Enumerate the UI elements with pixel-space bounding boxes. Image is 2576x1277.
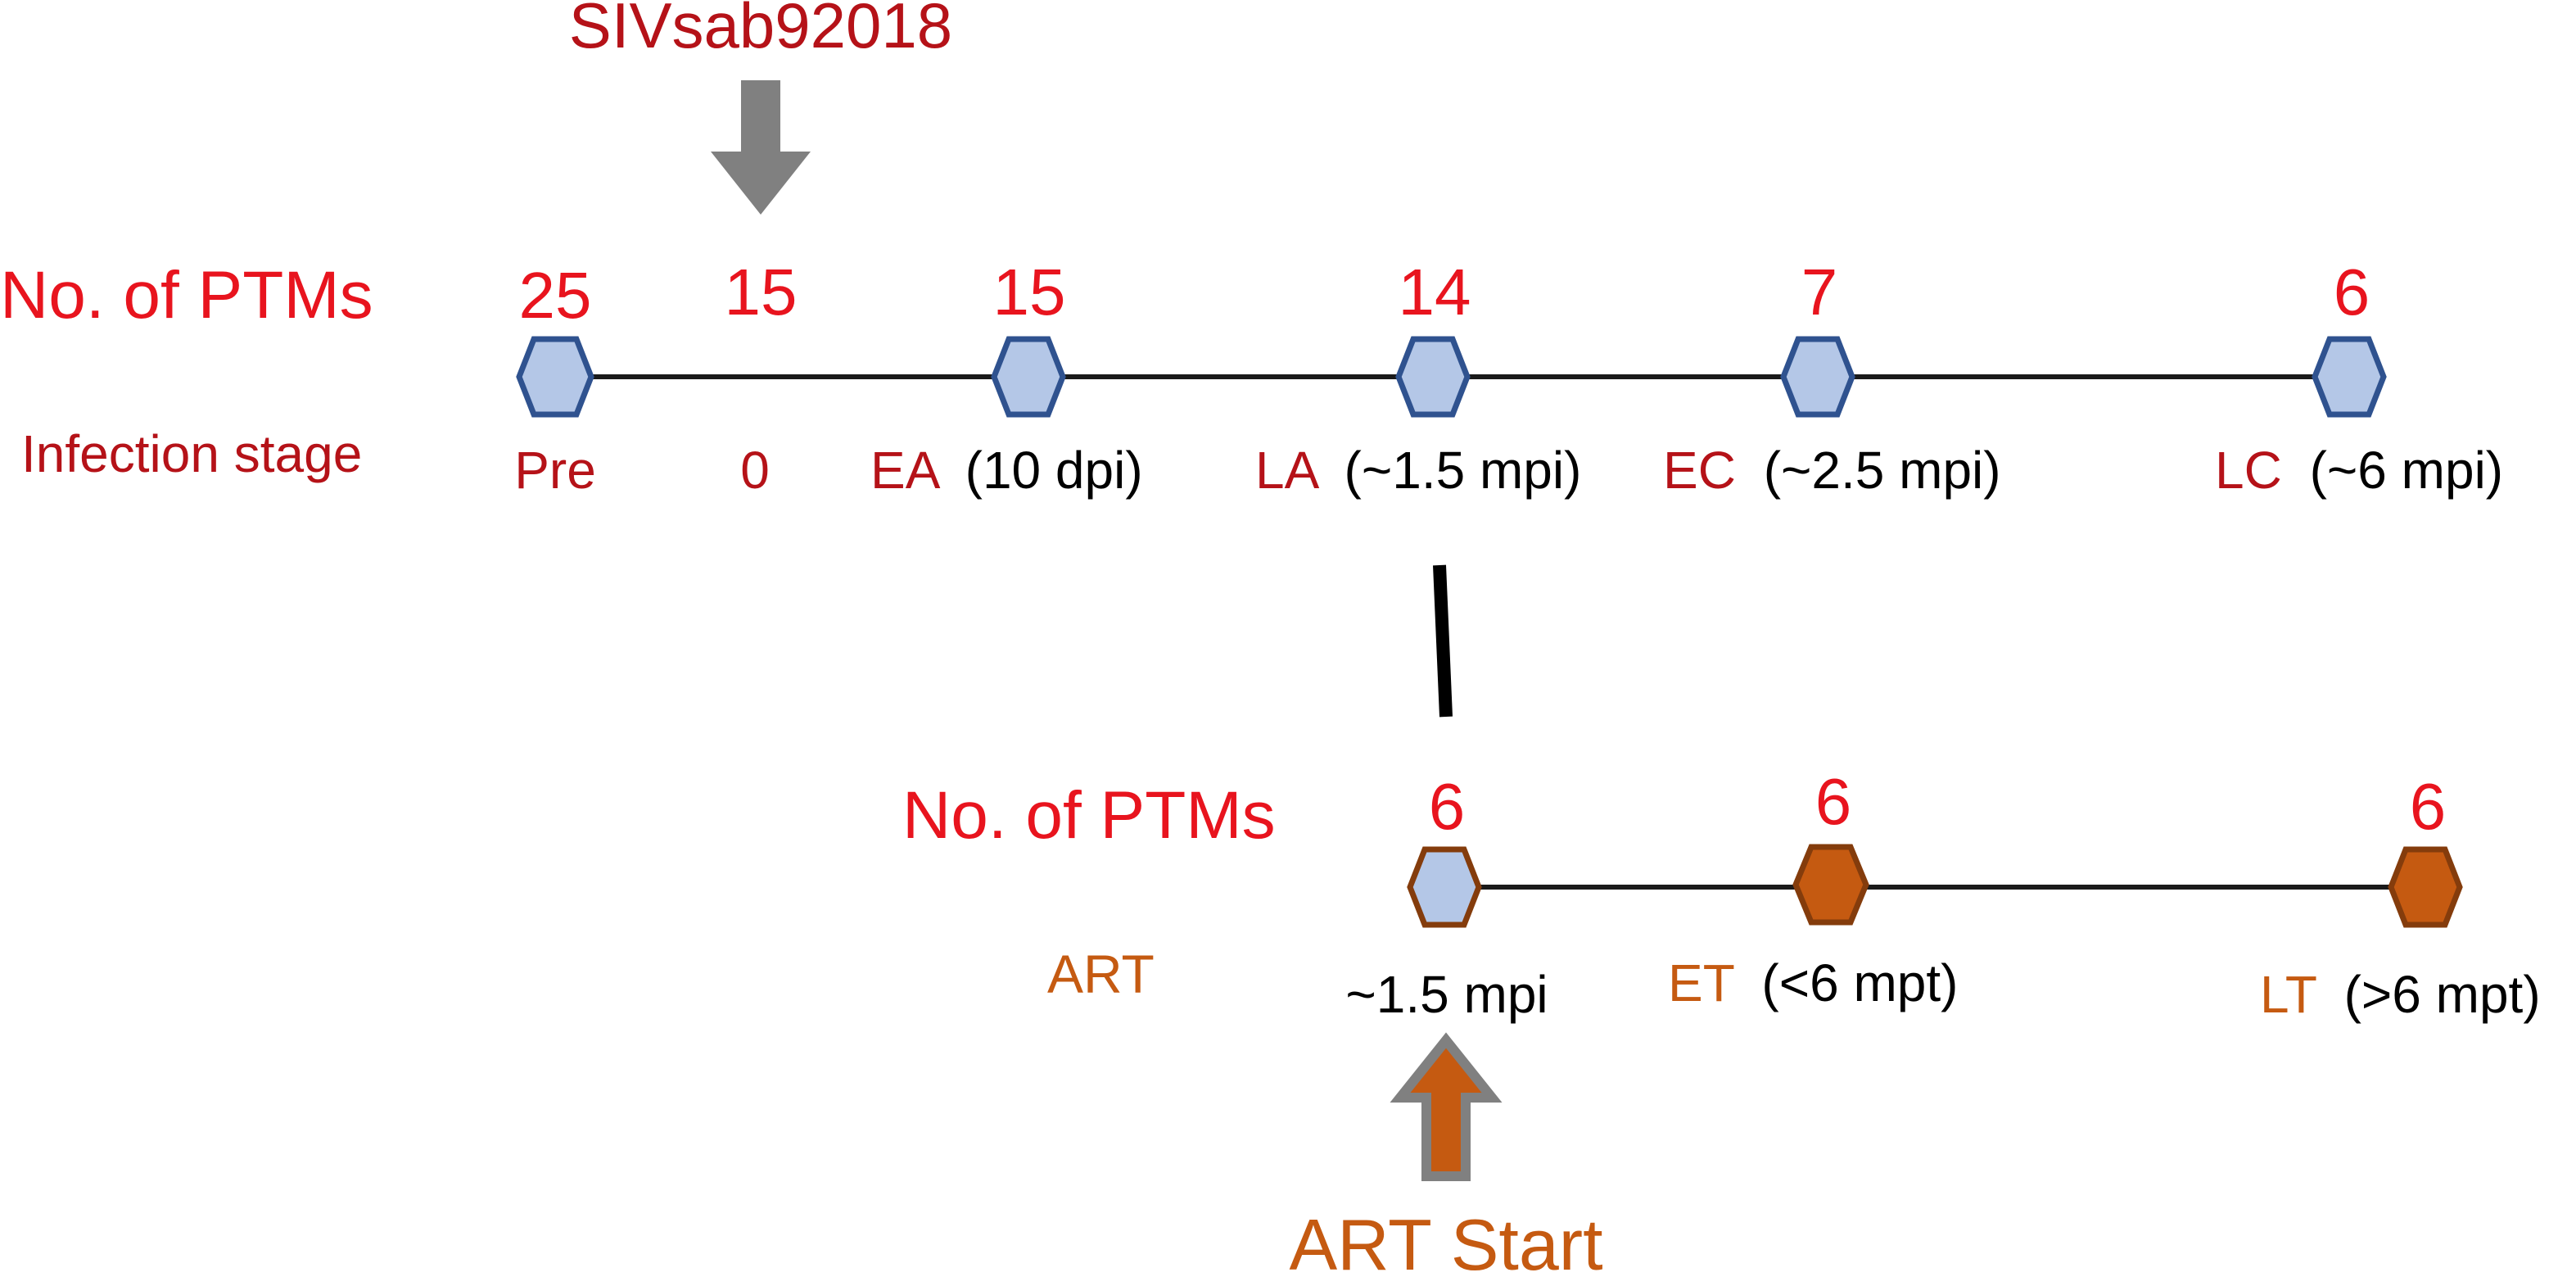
stage-code: LT	[2260, 965, 2316, 1024]
stage-code: 0	[740, 441, 770, 500]
stage-detail: (<6 mpt)	[1761, 953, 1958, 1012]
svg-text:LT (>6 mpt): LT (>6 mpt)	[2260, 965, 2541, 1024]
infection-point-ea: 15 EA (10 dpi)	[870, 256, 1143, 500]
art-point-start: 6 ~1.5 mpi	[1345, 770, 1548, 1024]
art-branch-connector	[1433, 564, 1453, 718]
timepoint-hexagon-icon	[1780, 336, 1855, 418]
stage-detail: (>6 mpt)	[2344, 965, 2541, 1024]
stage-code: LC	[2215, 441, 2282, 500]
inoculation-arrow-icon	[711, 80, 811, 215]
timepoint-hexagon-icon	[2388, 846, 2463, 928]
stage-code: LA	[1255, 441, 1320, 500]
art-stage-label: ART	[1047, 944, 1155, 1004]
art-point-lt: 6 LT (>6 mpt)	[2260, 770, 2541, 1024]
svg-text:EC (~2.5 mpi): EC (~2.5 mpi)	[1663, 441, 2001, 500]
svg-text:ET (<6 mpt): ET (<6 mpt)	[1668, 953, 1958, 1012]
ptm-count: 7	[1801, 256, 1838, 328]
infection-point-0: 15 0	[725, 256, 798, 500]
art-start-label: ART Start	[1289, 1204, 1602, 1277]
stage-code: EC	[1663, 441, 1736, 500]
ptm-count: 6	[2410, 770, 2447, 843]
svg-text:~1.5 mpi: ~1.5 mpi	[1345, 965, 1548, 1024]
stage-detail: ~1.5 mpi	[1345, 965, 1548, 1024]
infection-point-la: 14 LA (~1.5 mpi)	[1255, 256, 1581, 500]
infection-point-lc: 6 LC (~6 mpi)	[2215, 256, 2503, 500]
virus-label: SIVsab92018	[569, 0, 952, 61]
svg-text:Pre: Pre	[514, 441, 596, 500]
art-start-arrow-icon	[1390, 1032, 1503, 1181]
ptm-count: 6	[1815, 765, 1852, 838]
infection-point-ec: 7 EC (~2.5 mpi)	[1663, 256, 2001, 500]
stage-detail: (10 dpi)	[965, 441, 1143, 500]
ptm-count: 14	[1399, 256, 1471, 328]
timepoint-hexagon-icon	[1407, 846, 1482, 928]
infection-count-label: No. of PTMs	[0, 258, 373, 333]
svg-text:LC (~6 mpi): LC (~6 mpi)	[2215, 441, 2503, 500]
ptm-count: 15	[725, 256, 798, 328]
timepoint-hexagon-icon	[2312, 336, 2387, 418]
stage-code: Pre	[514, 441, 596, 500]
infection-point-pre: 25 Pre	[514, 259, 596, 500]
svg-text:LA (~1.5 mpi): LA (~1.5 mpi)	[1255, 441, 1581, 500]
art-point-et: 6 ET (<6 mpt)	[1668, 765, 1958, 1012]
ptm-count: 6	[2334, 256, 2370, 328]
stage-detail: (~1.5 mpi)	[1344, 441, 1582, 500]
ptm-count: 15	[993, 256, 1066, 328]
timepoint-hexagon-icon	[1395, 336, 1471, 418]
timepoint-hexagon-icon	[516, 336, 594, 418]
stage-detail: (~2.5 mpi)	[1764, 441, 2001, 500]
stage-code: ET	[1668, 953, 1734, 1012]
stage-code: EA	[870, 441, 941, 500]
timepoint-hexagon-icon	[1792, 844, 1869, 926]
timepoint-hexagon-icon	[991, 336, 1066, 418]
svg-text:0: 0	[740, 441, 770, 500]
ptm-count: 25	[519, 259, 592, 332]
infection-stage-label: Infection stage	[21, 424, 362, 483]
ptm-count: 6	[1429, 770, 1466, 843]
svg-text:EA (10 dpi): EA (10 dpi)	[870, 441, 1143, 500]
stage-detail: (~6 mpi)	[2310, 441, 2504, 500]
art-count-label: No. of PTMs	[902, 778, 1276, 853]
